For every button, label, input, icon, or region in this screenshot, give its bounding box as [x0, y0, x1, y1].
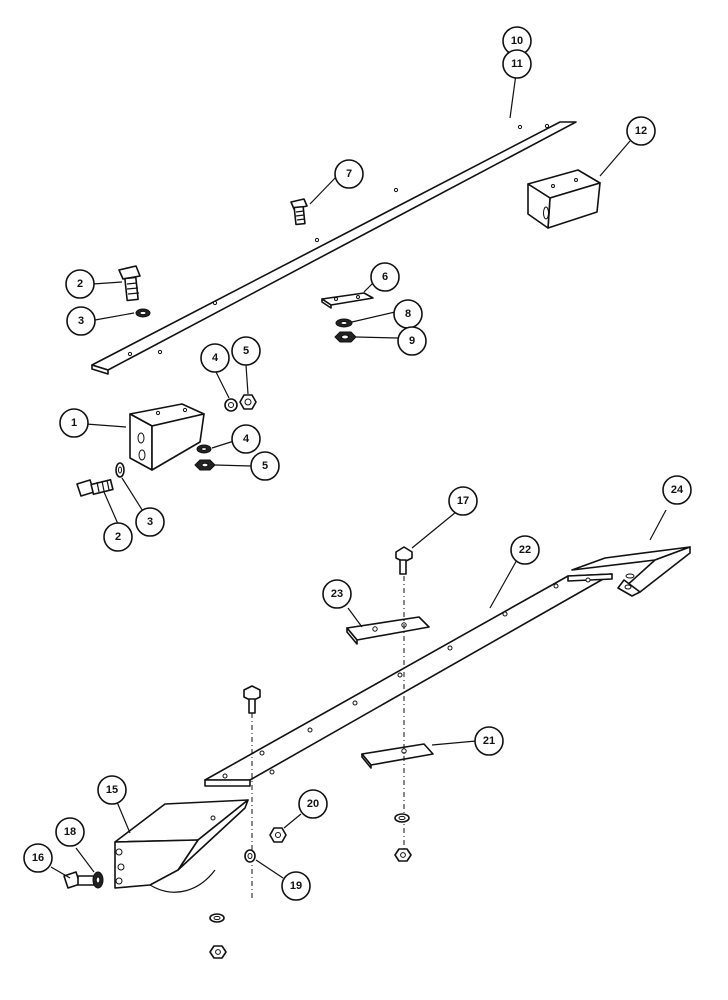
nut-9 [334, 331, 357, 343]
plate-6 [321, 292, 374, 309]
lockwasher-3-upper [135, 308, 151, 318]
lockwasher-8 [335, 318, 353, 328]
callout-5-upper: 5 [231, 336, 261, 366]
bolt-unlabeled [243, 685, 261, 714]
callout-3-upper: 3 [66, 306, 96, 336]
callout-label-2-upper: 2 [77, 278, 83, 290]
callout-label-2-lower: 2 [115, 531, 121, 543]
callout-15: 15 [97, 775, 127, 805]
callout-label-21: 21 [483, 735, 495, 747]
callout-label-3-upper: 3 [78, 315, 84, 327]
washer-3-lower [115, 462, 125, 478]
callout-11: 11 [502, 49, 532, 79]
nut-5-upper [239, 394, 257, 410]
callout-label-10: 10 [511, 35, 523, 47]
callout-label-4-upper: 4 [212, 352, 219, 364]
bolt-2-upper [118, 265, 141, 302]
callout-label-3-lower: 3 [147, 516, 153, 528]
washer-right-bottom [394, 813, 410, 823]
callout-label-22: 22 [519, 544, 531, 556]
callout-label-5-lower: 5 [262, 460, 268, 472]
nut-5-lower [194, 459, 216, 471]
callout-4-lower: 4 [231, 424, 261, 454]
callout-label-5-upper: 5 [243, 345, 249, 357]
callout-label-12: 12 [635, 125, 647, 137]
callout-label-15: 15 [106, 784, 118, 796]
callout-label-18: 18 [64, 826, 76, 838]
callout-3-lower: 3 [135, 507, 165, 537]
callout-label-7: 7 [346, 168, 352, 180]
lockwasher-4-lower [196, 444, 212, 454]
callout-5-lower: 5 [250, 451, 280, 481]
callout-label-17: 17 [457, 495, 469, 507]
bracket-24 [571, 546, 691, 597]
callout-8: 8 [393, 299, 423, 329]
callout-18: 18 [55, 817, 85, 847]
callout-2-upper: 2 [65, 269, 95, 299]
callout-label-20: 20 [307, 798, 319, 810]
bracket-15 [114, 799, 249, 893]
callout-label-8: 8 [405, 308, 411, 320]
bracket-12 [527, 169, 601, 229]
washer-18 [92, 871, 104, 889]
callout-23: 23 [322, 579, 352, 609]
callout-6: 6 [370, 262, 400, 292]
callout-label-23: 23 [331, 588, 343, 600]
callout-label-4-lower: 4 [243, 433, 250, 445]
callout-16: 16 [23, 843, 53, 873]
nut-right-bottom [394, 848, 412, 862]
washer-19 [244, 849, 256, 863]
bolt-16 [63, 871, 95, 889]
callout-label-24: 24 [671, 484, 684, 496]
callout-20: 20 [298, 789, 328, 819]
callout-19: 19 [281, 871, 311, 901]
callout-17: 17 [448, 486, 478, 516]
callout-label-6: 6 [382, 271, 388, 283]
callout-1: 1 [59, 408, 89, 438]
callout-22: 22 [510, 535, 540, 565]
callout-2-lower: 2 [103, 522, 133, 552]
bolt-2-lower [76, 478, 114, 497]
long-bar-upper [91, 121, 577, 375]
callout-label-19: 19 [290, 880, 302, 892]
callout-label-1: 1 [71, 417, 77, 429]
bracket-1 [129, 403, 205, 471]
bolt-7 [290, 198, 308, 226]
nut-left-bottom [209, 945, 227, 959]
callout-21: 21 [474, 726, 504, 756]
plate-23 [346, 616, 430, 645]
washer-left-bottom [209, 913, 225, 923]
plate-21 [361, 743, 434, 769]
callout-label-16: 16 [32, 852, 44, 864]
bolt-17 [395, 546, 413, 575]
callout-4-upper: 4 [200, 343, 230, 373]
nut-20 [269, 827, 287, 843]
callout-24: 24 [662, 475, 692, 505]
washer-4-upper [224, 398, 238, 412]
callout-label-9: 9 [409, 335, 415, 347]
callout-label-11: 11 [511, 58, 523, 70]
callout-9: 9 [397, 326, 427, 356]
callout-12: 12 [626, 116, 656, 146]
long-bar-lower [204, 573, 613, 787]
callout-7: 7 [334, 159, 364, 189]
